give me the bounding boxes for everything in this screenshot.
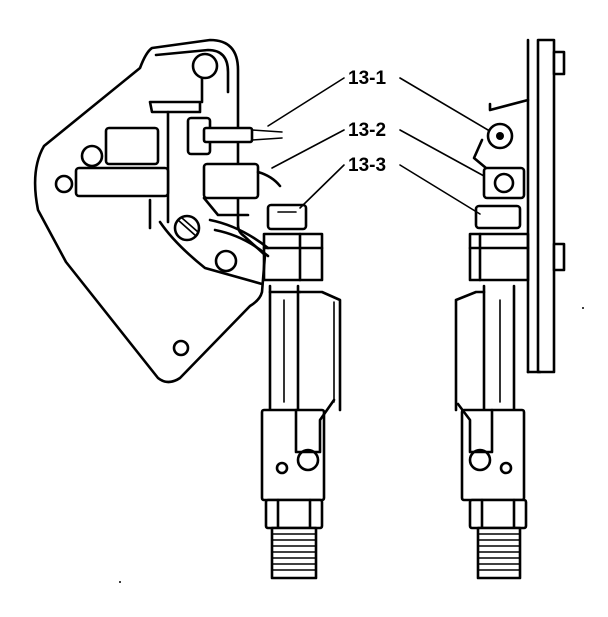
- leader-13-2-left: [271, 129, 345, 169]
- callout-label-13-3: 13-3: [348, 155, 386, 176]
- scan-speck: [119, 581, 121, 583]
- right-mounting-bracket: [488, 38, 566, 374]
- leader-13-1-right: [399, 77, 489, 131]
- thermocouple-housing: [74, 116, 283, 242]
- callout-label-13-2: 13-2: [348, 120, 386, 141]
- callout-label-13-1: 13-1: [348, 68, 386, 89]
- mounting-plate: [33, 38, 267, 384]
- callout-leaders: [267, 77, 489, 215]
- pilot-bracket: [148, 76, 204, 230]
- scan-speck: [582, 307, 584, 309]
- leader-13-1-left: [267, 77, 345, 127]
- left-pilot-tube: [260, 203, 342, 580]
- leader-13-3-right: [399, 164, 481, 215]
- leader-13-3-left: [299, 164, 345, 209]
- leader-13-2-right: [399, 129, 485, 177]
- right-thermocouple-parts: [472, 122, 526, 230]
- right-pilot-tube: [454, 232, 530, 580]
